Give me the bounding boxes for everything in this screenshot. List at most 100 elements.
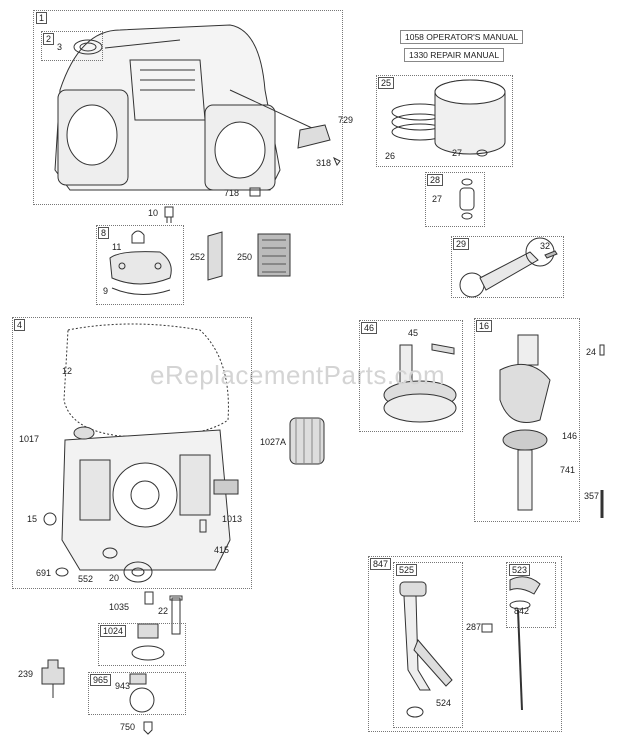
callout-239: 239 xyxy=(18,669,34,679)
dipstick-drawing xyxy=(509,576,541,711)
group-box-46 xyxy=(359,320,463,432)
group-tag-1024: 1024 xyxy=(100,625,127,637)
callout-524: 524 xyxy=(436,698,452,708)
watermark: eReplacementParts.com xyxy=(150,360,446,390)
callout-15: 15 xyxy=(27,514,38,524)
callout-1017: 1017 xyxy=(19,434,40,444)
part-552-drawing xyxy=(102,547,118,559)
screen-1013-drawing xyxy=(213,479,239,495)
bolt-22-drawing xyxy=(169,595,183,635)
group-box-4 xyxy=(12,317,252,589)
callout-10: 10 xyxy=(148,208,159,218)
callout-729: 729 xyxy=(338,115,354,125)
group-box-8 xyxy=(96,225,184,305)
piston-drawing xyxy=(391,79,506,157)
group-tag-2: 2 xyxy=(43,33,55,45)
breather-drawing xyxy=(109,230,172,295)
group-box-965 xyxy=(88,672,186,715)
callout-32: 32 xyxy=(540,241,551,251)
part-691-drawing xyxy=(55,567,69,577)
callout-3: 3 xyxy=(57,42,63,52)
group-tag-28: 28 xyxy=(427,174,444,186)
callout-1035: 1035 xyxy=(109,602,130,612)
callout-12: 12 xyxy=(62,366,73,376)
callout-1013: 1013 xyxy=(222,514,243,524)
group-tag-25: 25 xyxy=(378,77,395,89)
group-tag-965: 965 xyxy=(90,674,112,686)
callout-750: 750 xyxy=(120,722,136,732)
group-tag-523: 523 xyxy=(509,564,531,576)
screw-318-drawing xyxy=(333,156,341,166)
group-box-29 xyxy=(451,236,564,298)
callout-27-piston: 27 xyxy=(452,148,463,158)
callout-11: 11 xyxy=(112,242,122,252)
group-box-28 xyxy=(425,172,485,227)
part-1035-drawing xyxy=(144,591,154,605)
group-box-525 xyxy=(393,562,463,728)
callout-250: 250 xyxy=(237,252,253,262)
callout-741: 741 xyxy=(560,465,576,475)
part-718-drawing xyxy=(249,187,261,197)
crankcase-drawing xyxy=(61,429,231,571)
callout-24: 24 xyxy=(586,347,597,357)
bolt-10-drawing xyxy=(164,206,174,223)
part-1024-drawing xyxy=(131,623,165,661)
piston-pin-drawing xyxy=(459,178,475,220)
group-tag-847: 847 xyxy=(370,558,392,570)
callout-27-pin: 27 xyxy=(432,194,443,204)
callout-252: 252 xyxy=(190,252,206,262)
filter-252-drawing xyxy=(207,231,223,281)
group-box-1 xyxy=(33,10,343,205)
part-943-drawing xyxy=(129,673,155,713)
callout-415: 415 xyxy=(214,545,230,555)
crankshaft-drawing xyxy=(499,334,551,511)
callout-287: 287 xyxy=(466,622,482,632)
callout-357: 357 xyxy=(584,491,600,501)
callout-9: 9 xyxy=(103,286,109,296)
group-box-847 xyxy=(368,556,562,732)
callout-26: 26 xyxy=(385,151,396,161)
group-tag-8: 8 xyxy=(98,227,110,239)
callout-691: 691 xyxy=(36,568,52,578)
camshaft-drawing xyxy=(383,343,457,423)
part-750-drawing xyxy=(143,721,153,735)
callout-318: 318 xyxy=(316,158,332,168)
part-239-drawing xyxy=(41,659,65,698)
group-box-25 xyxy=(376,75,513,167)
callout-1027A: 1027A xyxy=(260,437,287,447)
group-tag-16: 16 xyxy=(476,320,493,332)
cylinder-block-drawing xyxy=(54,24,331,191)
callout-718: 718 xyxy=(224,188,240,198)
part-287-drawing xyxy=(481,623,493,633)
group-box-1024 xyxy=(98,623,186,666)
group-box-2 xyxy=(41,31,103,61)
filter-1027A-drawing xyxy=(289,417,325,465)
callout-20: 20 xyxy=(109,573,120,583)
callout-45: 45 xyxy=(408,328,419,338)
seal-20-drawing xyxy=(123,561,153,583)
group-tag-525: 525 xyxy=(396,564,418,576)
callout-22: 22 xyxy=(158,606,169,616)
filter-250-drawing xyxy=(257,233,291,277)
part-1017-drawing xyxy=(73,426,95,440)
part-415-drawing xyxy=(199,519,207,533)
callout-842: 842 xyxy=(514,606,530,616)
operators-manual-label: 1058 OPERATOR'S MANUAL xyxy=(400,30,524,44)
callout-146: 146 xyxy=(562,431,578,441)
group-tag-4: 4 xyxy=(14,319,26,331)
part-24-drawing xyxy=(599,344,605,356)
connecting-rod-drawing xyxy=(459,237,558,298)
callout-943: 943 xyxy=(115,681,131,691)
group-tag-46: 46 xyxy=(361,322,378,334)
repair-manual-label: 1330 REPAIR MANUAL xyxy=(404,48,505,62)
group-box-523 xyxy=(506,562,556,628)
dipstick-tube-drawing xyxy=(399,581,453,718)
gasket-drawing xyxy=(63,323,229,438)
part-15-drawing xyxy=(43,512,57,526)
group-tag-1: 1 xyxy=(36,12,48,24)
callout-552: 552 xyxy=(78,574,94,584)
group-tag-29: 29 xyxy=(453,238,470,250)
group-box-16 xyxy=(474,318,580,522)
